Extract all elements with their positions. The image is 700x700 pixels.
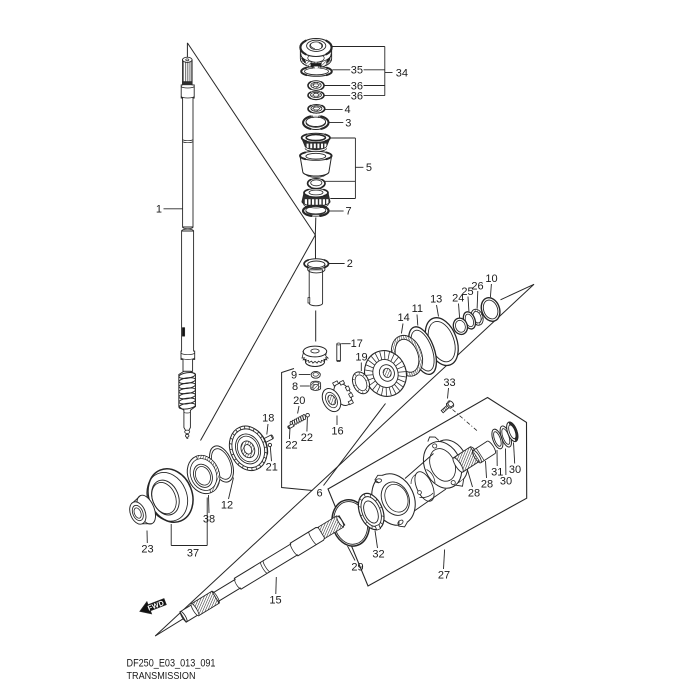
svg-text:19: 19 (355, 351, 367, 363)
svg-text:8: 8 (292, 381, 298, 393)
svg-text:4: 4 (344, 104, 350, 116)
svg-text:11: 11 (412, 303, 423, 315)
svg-text:12: 12 (221, 499, 233, 511)
svg-text:28: 28 (481, 478, 493, 490)
svg-text:6: 6 (316, 487, 322, 499)
svg-text:17: 17 (351, 338, 363, 350)
svg-text:36: 36 (351, 80, 363, 92)
svg-text:18: 18 (262, 413, 274, 425)
svg-text:32: 32 (372, 548, 384, 560)
svg-text:34: 34 (396, 68, 408, 80)
svg-text:33: 33 (443, 377, 455, 389)
svg-text:30: 30 (509, 464, 521, 476)
svg-text:36: 36 (351, 90, 363, 102)
svg-text:21: 21 (266, 462, 278, 474)
svg-text:TRANSMISSION: TRANSMISSION (127, 670, 196, 682)
svg-text:2: 2 (347, 258, 353, 270)
svg-text:24: 24 (452, 292, 464, 304)
svg-text:10: 10 (485, 273, 497, 285)
svg-text:29: 29 (351, 561, 363, 573)
svg-text:DF250_E03_013_091: DF250_E03_013_091 (127, 658, 216, 670)
svg-text:26: 26 (471, 280, 483, 292)
svg-text:3: 3 (345, 117, 351, 129)
svg-text:38: 38 (203, 513, 215, 525)
svg-text:1: 1 (156, 204, 162, 216)
svg-text:7: 7 (346, 206, 352, 218)
svg-text:22: 22 (285, 439, 297, 451)
svg-text:16: 16 (331, 425, 343, 437)
svg-text:15: 15 (269, 594, 281, 606)
svg-text:35: 35 (351, 65, 363, 77)
svg-text:37: 37 (187, 547, 199, 559)
svg-text:14: 14 (397, 312, 409, 324)
svg-text:23: 23 (141, 543, 153, 555)
svg-text:22: 22 (301, 432, 313, 444)
svg-text:30: 30 (500, 475, 512, 487)
svg-text:20: 20 (293, 395, 305, 407)
svg-text:28: 28 (468, 487, 480, 499)
svg-text:31: 31 (491, 466, 503, 478)
svg-text:27: 27 (438, 569, 450, 581)
svg-text:25: 25 (461, 286, 473, 298)
svg-text:9: 9 (291, 369, 297, 381)
svg-text:5: 5 (366, 162, 372, 174)
svg-text:13: 13 (430, 293, 442, 305)
